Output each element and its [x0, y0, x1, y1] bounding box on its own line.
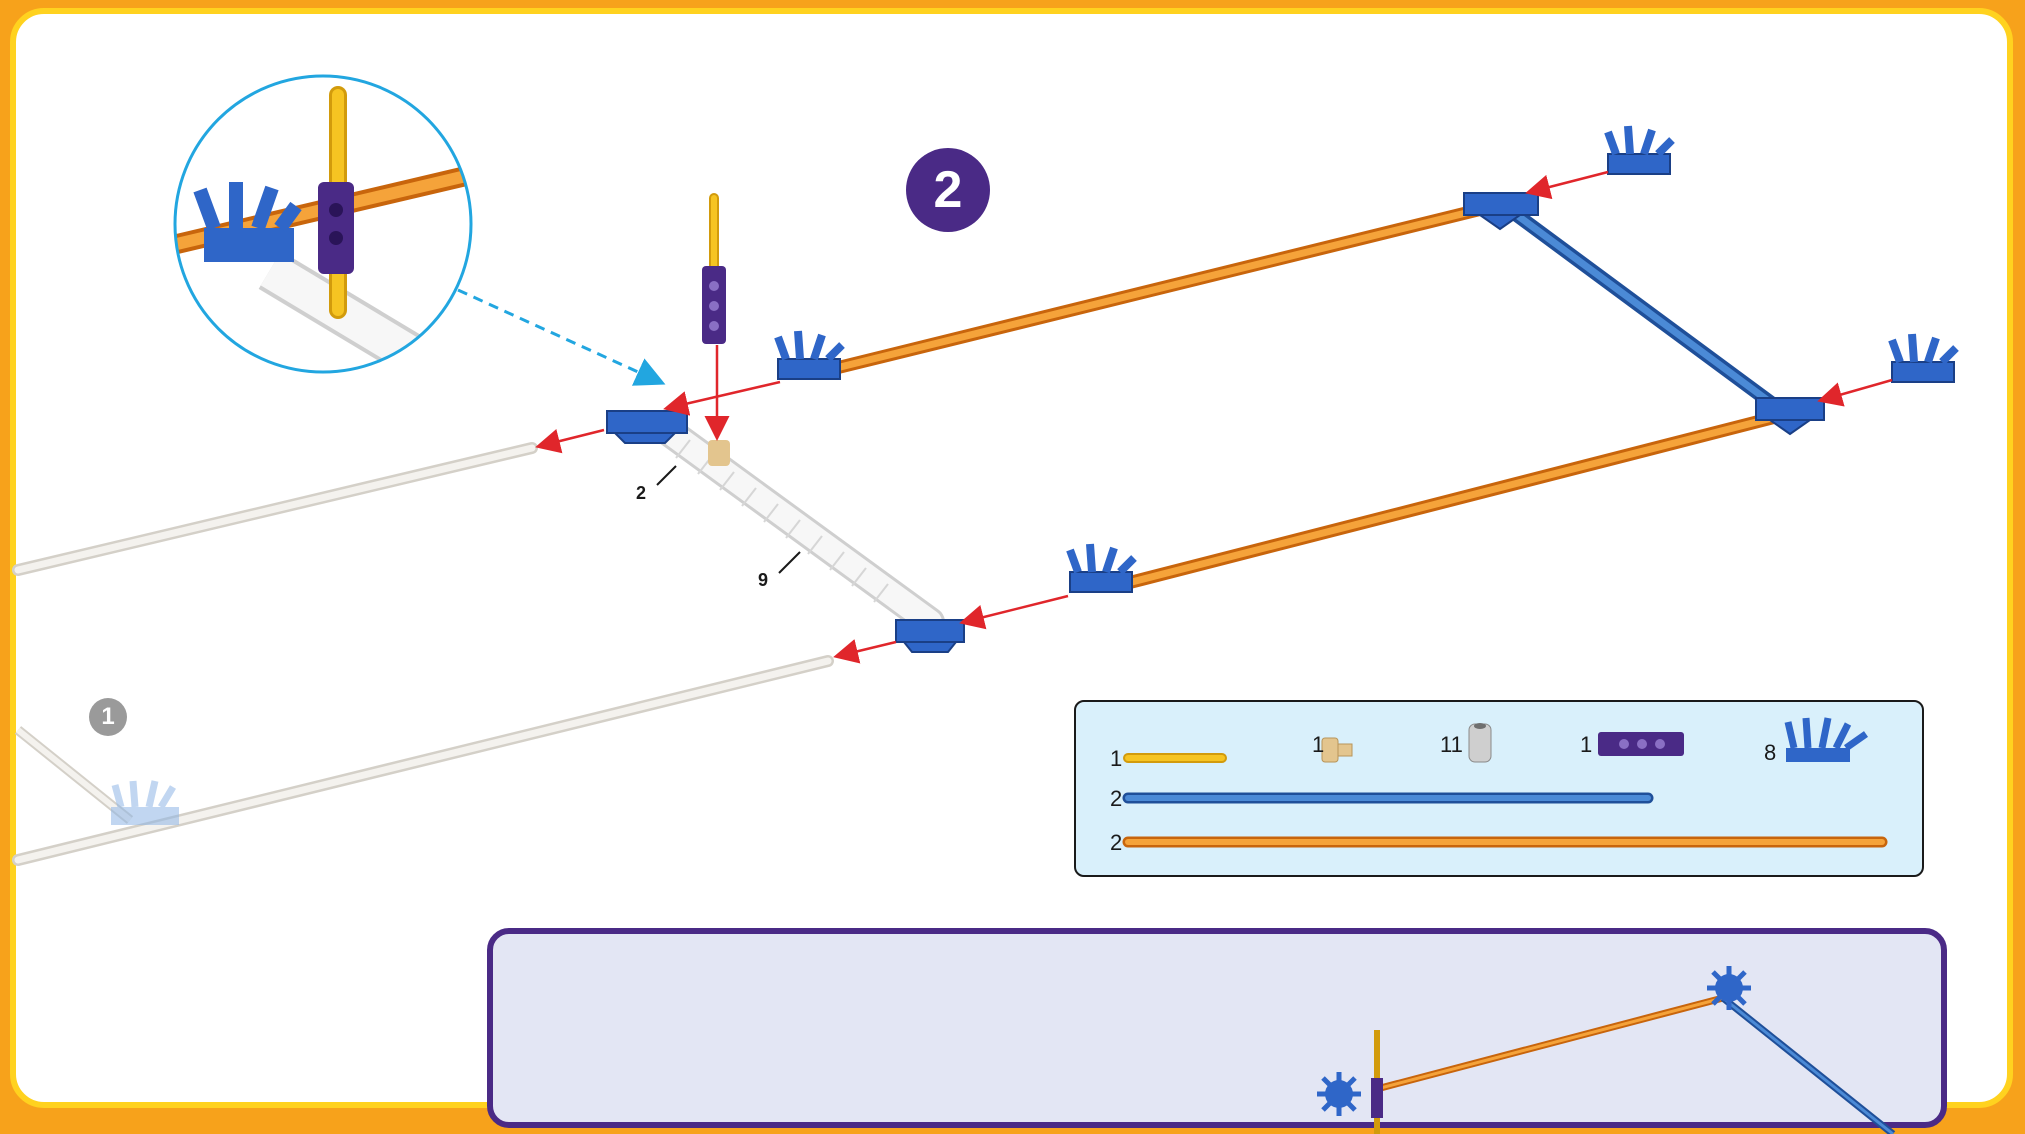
- next-step-preview-panel: [487, 928, 1947, 1134]
- connector-icon: [1604, 125, 1675, 175]
- white-rod-assembly: [645, 410, 945, 637]
- parts-list-panel: 1 1 11 1 8 2 2: [1074, 700, 1924, 877]
- blue-connectors: [606, 125, 1959, 653]
- rod-count-label: 9: [758, 570, 769, 590]
- assembly-arrows: [535, 170, 1893, 664]
- connector-icon: [1888, 333, 1959, 383]
- parts-list-icons: [1122, 717, 1888, 848]
- blue-rod-quantity: 2: [1110, 786, 1123, 811]
- gray-spacer-quantity: 11: [1440, 732, 1463, 757]
- assembly-diagram: [12, 74, 1959, 866]
- callout-line: [778, 551, 801, 574]
- connector-icon: [1066, 543, 1137, 593]
- yellow-rod-with-clip: [702, 193, 726, 344]
- tan-connector-quantity: 1: [1312, 732, 1325, 757]
- faded-connector-icon: [111, 780, 179, 825]
- connector-icon: [895, 619, 965, 653]
- previous-step-badge: 1: [89, 698, 127, 736]
- callout-line: [656, 465, 677, 486]
- preview-diagram: [1317, 966, 1896, 1134]
- connector-icon: [1463, 192, 1539, 231]
- step-number-badge: 2: [906, 148, 990, 232]
- blue-connector-icon: [1784, 717, 1869, 762]
- gray-spacer-icon: [1468, 723, 1492, 763]
- instruction-page: 2 1 2 9: [10, 8, 2013, 1134]
- orange-rods: [813, 203, 1779, 592]
- connector-icon: [1755, 397, 1825, 436]
- purple-clip-icon: [1598, 732, 1684, 756]
- purple-clip-quantity: 1: [1580, 732, 1593, 757]
- connector-rod-count-label: 2: [636, 483, 647, 503]
- orange-rod-quantity: 2: [1110, 830, 1123, 855]
- tan-connector-icon: [1321, 737, 1353, 763]
- yellow-rod-quantity: 1: [1110, 746, 1123, 771]
- magnifier-inset: [173, 74, 666, 386]
- preview-connector-icon: [1317, 1072, 1361, 1116]
- preview-connector-icon: [1707, 966, 1751, 1010]
- tan-connector-icon: [708, 440, 730, 466]
- connector-icon: [606, 410, 688, 444]
- blue-connector-quantity: 8: [1764, 740, 1777, 765]
- previous-structure: [12, 442, 834, 866]
- connector-icon: [774, 330, 845, 380]
